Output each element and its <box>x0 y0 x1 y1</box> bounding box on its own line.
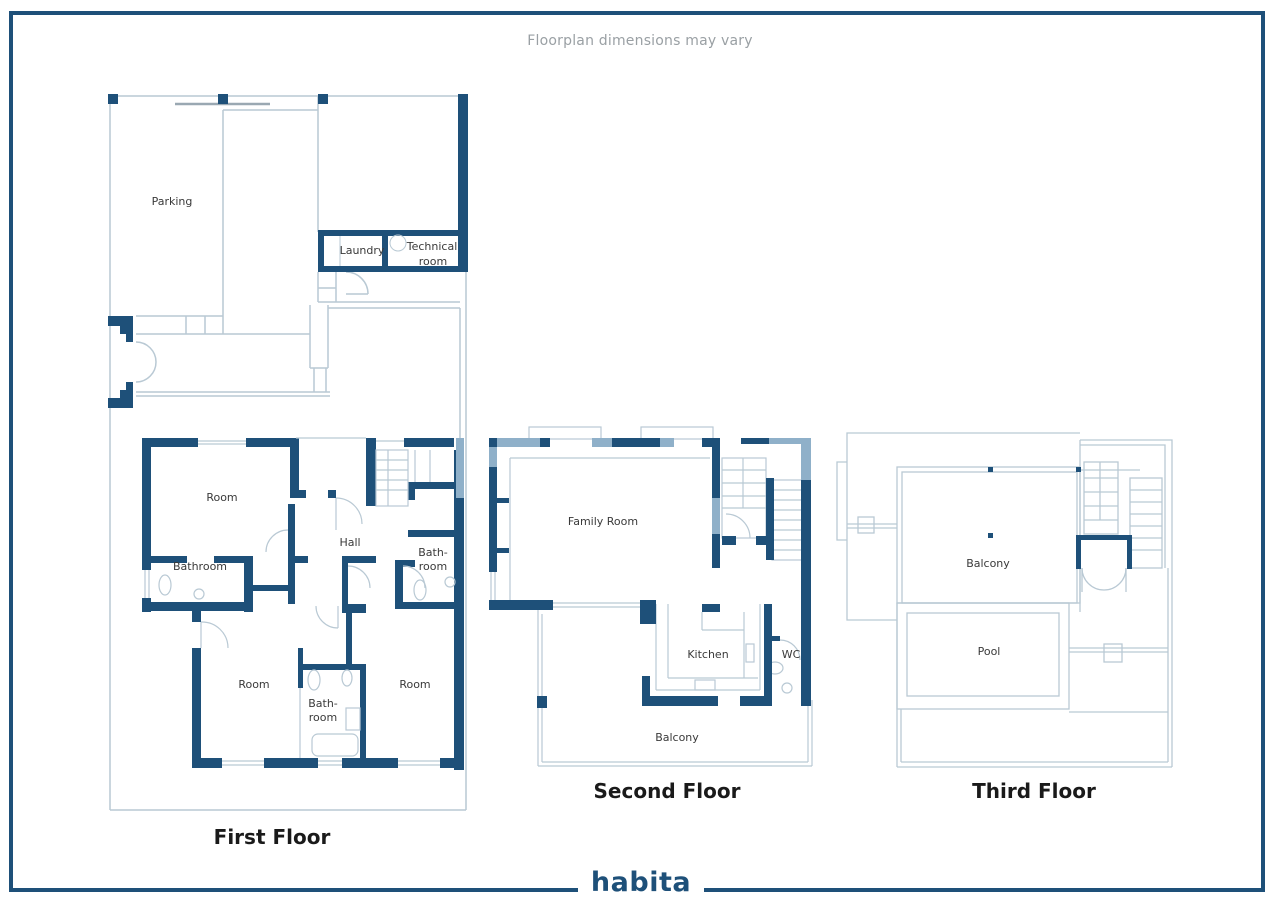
room-label-family-room: Family Room <box>568 515 638 528</box>
room-label-laundry: Laundry <box>340 244 385 257</box>
room-label-balcony-3: Balcony <box>966 557 1010 570</box>
room-label-room-1: Room <box>206 491 237 504</box>
habita-logo: habita <box>578 868 704 898</box>
room-label-bathroom-3-line1: Bath- <box>308 697 338 710</box>
room-label-pool: Pool <box>978 645 1001 658</box>
room-label-wc: WC <box>782 648 801 661</box>
room-label-parking: Parking <box>152 195 193 208</box>
room-label-kitchen: Kitchen <box>687 648 728 661</box>
floor-title-third: Third Floor <box>972 779 1096 803</box>
room-label-technical-line1: Technical <box>406 240 458 253</box>
room-label-hall: Hall <box>339 536 360 549</box>
room-label-bathroom: Bathroom <box>173 560 227 573</box>
room-label-room-2: Room <box>238 678 269 691</box>
footer-logo-area: habita <box>0 868 1280 904</box>
floor-title-second: Second Floor <box>593 779 741 803</box>
room-label-bathroom-2-line1: Bath- <box>418 546 448 559</box>
disclaimer-text: Floorplan dimensions may vary <box>527 33 753 49</box>
room-label-room-3: Room <box>399 678 430 691</box>
room-label-balcony-2: Balcony <box>655 731 699 744</box>
room-label-bathroom-3-line2: room <box>309 711 337 724</box>
room-label-bathroom-2-line2: room <box>419 560 447 573</box>
room-label-technical-line2: room <box>419 255 447 268</box>
floor-title-first: First Floor <box>213 825 331 849</box>
